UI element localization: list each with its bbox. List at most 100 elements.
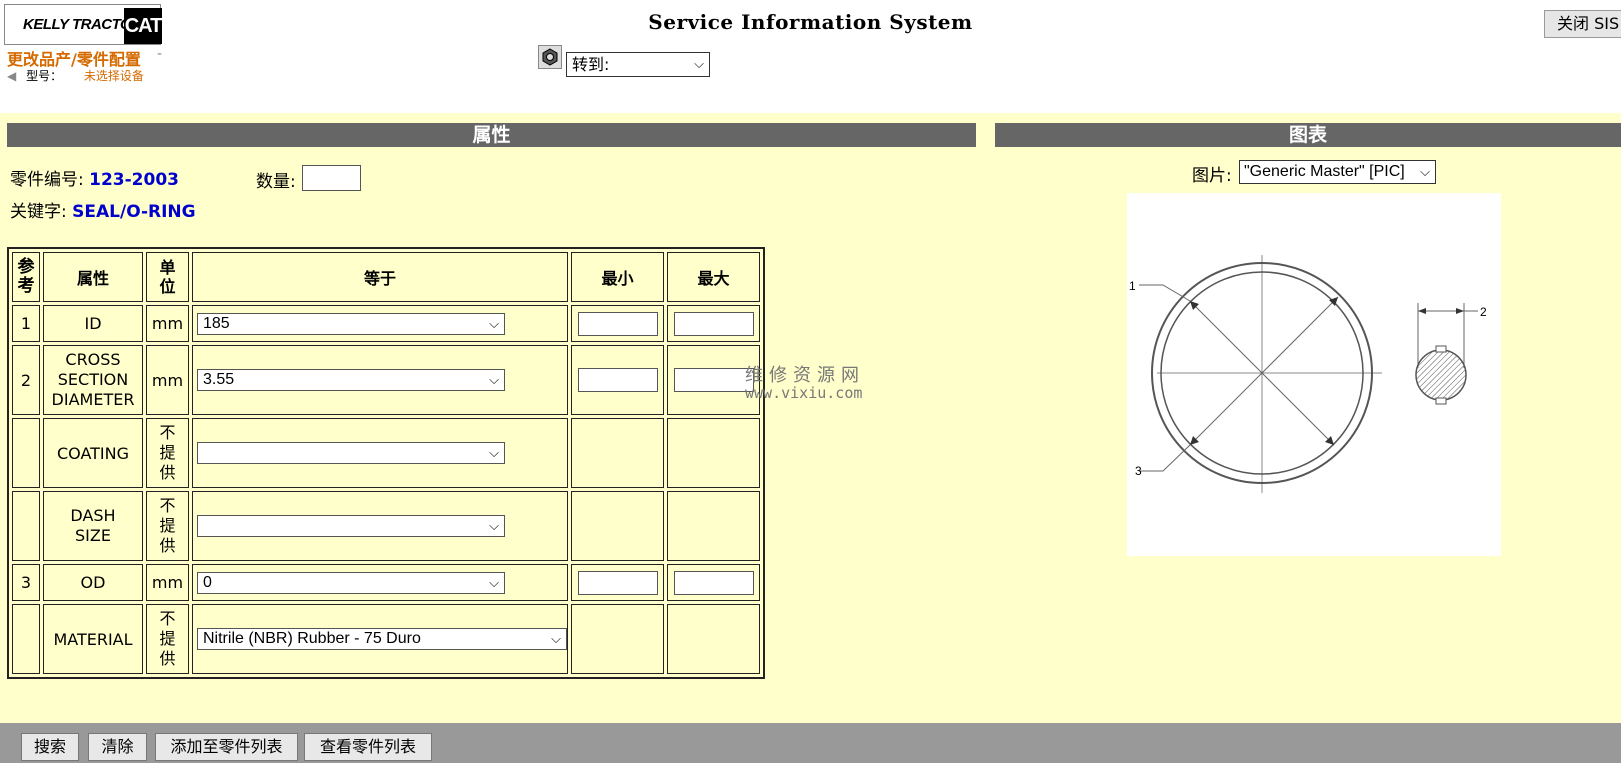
- table-header-row: 参考 属性 单位 等于 最小 最大: [12, 252, 760, 302]
- equals-value: 0: [203, 573, 212, 591]
- row-ref: [12, 604, 40, 674]
- view-parts-list-button[interactable]: 查看零件列表: [304, 733, 432, 761]
- equals-dropdown[interactable]: 185⌵: [197, 312, 505, 335]
- model-row: ◀ 型号： 未选择设备: [7, 67, 144, 84]
- equals-dropdown[interactable]: 0⌵: [197, 571, 505, 594]
- col-max: 最大: [667, 252, 760, 302]
- row-ref: 2: [12, 345, 40, 415]
- part-number-label: 零件编号:: [10, 170, 84, 190]
- watermark-text: 维修资源网: [745, 365, 865, 386]
- col-equals: 等于: [192, 252, 568, 302]
- row-ref: [12, 491, 40, 561]
- row-unit-cell: 不提供: [146, 491, 189, 561]
- main-content: 属性 图表 零件编号: 123-2003 数量: 关键字: SEAL/O-RIN…: [0, 113, 1621, 723]
- row-unit: mm: [146, 305, 189, 342]
- change-configuration-link[interactable]: 更改品产/零件配置: [7, 50, 141, 69]
- row-equals-cell: 185⌵: [192, 305, 568, 342]
- row-equals-cell: Nitrile (NBR) Rubber - 75 Duro ⌵: [192, 604, 568, 674]
- chevron-down-icon: ⌵: [489, 315, 499, 331]
- row-unit: 不提供: [159, 423, 176, 482]
- col-min: 最小: [571, 252, 664, 302]
- row-attr: OD: [43, 564, 143, 601]
- row-attr: CROSS SECTION DIAMETER: [43, 345, 143, 415]
- max-input[interactable]: [673, 570, 754, 595]
- row-min-cell: [571, 564, 664, 601]
- row-equals-cell: 0⌵: [192, 564, 568, 601]
- row-max-cell: [667, 418, 760, 488]
- min-input[interactable]: [577, 368, 658, 392]
- row-ref: 1: [12, 305, 40, 342]
- back-arrow-icon[interactable]: ◀: [7, 69, 17, 83]
- chevron-down-icon: ⌵: [551, 631, 561, 646]
- row-attr: MATERIAL: [43, 604, 143, 674]
- equals-value: Nitrile (NBR) Rubber - 75 Duro: [203, 630, 421, 647]
- chevron-down-icon: ⌵: [489, 445, 499, 460]
- equals-dropdown[interactable]: ⌵: [197, 515, 505, 537]
- goto-dropdown-value: 转到:: [572, 55, 610, 74]
- quantity-input[interactable]: [302, 165, 361, 191]
- picture-dropdown-value: "Generic Master" [PIC]: [1244, 163, 1405, 180]
- equals-dropdown[interactable]: ⌵: [197, 442, 505, 464]
- row-max-cell: [667, 604, 760, 674]
- row-ref: 3: [12, 564, 40, 601]
- equals-dropdown[interactable]: Nitrile (NBR) Rubber - 75 Duro ⌵: [197, 628, 567, 650]
- max-input[interactable]: [673, 368, 754, 392]
- keyword-label: 关键字:: [10, 202, 67, 222]
- close-sis-button[interactable]: 关闭 SIS: [1544, 10, 1621, 38]
- callout-1: 1: [1129, 279, 1136, 293]
- o-ring-diagram: 1 3 2: [1127, 193, 1501, 556]
- row-ref: [12, 418, 40, 488]
- table-row: 2 CROSS SECTION DIAMETER mm 3.55⌵: [12, 345, 760, 415]
- row-attr: COATING: [43, 418, 143, 488]
- row-unit-cell: 不提供: [146, 604, 189, 674]
- max-input[interactable]: [673, 311, 754, 336]
- row-min-cell: [571, 345, 664, 415]
- nut-bolt-icon[interactable]: [538, 45, 562, 69]
- model-label: 型号：: [26, 69, 63, 83]
- add-to-parts-list-button[interactable]: 添加至零件列表: [155, 733, 298, 761]
- table-row: 1 ID mm 185⌵: [12, 305, 760, 342]
- picture-dropdown[interactable]: "Generic Master" [PIC] ⌵: [1239, 160, 1436, 184]
- row-max-cell: [667, 491, 760, 561]
- row-max-cell: [667, 564, 760, 601]
- min-input[interactable]: [577, 311, 658, 336]
- clear-button[interactable]: 清除: [88, 733, 147, 761]
- goto-dropdown[interactable]: 转到: ⌵: [566, 52, 710, 77]
- row-max-cell: [667, 305, 760, 342]
- row-equals-cell: ⌵: [192, 418, 568, 488]
- col-unit-label: 单位: [159, 258, 176, 296]
- row-equals-cell: ⌵: [192, 491, 568, 561]
- callout-2: 2: [1480, 305, 1487, 319]
- chevron-down-icon: ⌵: [489, 518, 499, 533]
- row-attr: DASH SIZE: [70, 506, 116, 545]
- attributes-table: 参考 属性 单位 等于 最小 最大 1 ID mm 185⌵ 2 CROSS S…: [7, 247, 765, 679]
- col-ref-label: 参考: [17, 257, 35, 296]
- chevron-down-icon: ⌵: [1420, 164, 1430, 179]
- attributes-header: 属性: [7, 123, 976, 147]
- search-button[interactable]: 搜索: [21, 733, 79, 761]
- chevron-down-icon: ⌵: [694, 57, 704, 72]
- row-max-cell: [667, 345, 760, 415]
- separator-dash: -: [157, 46, 163, 62]
- row-min-cell: [571, 491, 664, 561]
- equals-value: 3.55: [203, 371, 235, 388]
- row-attr: ID: [43, 305, 143, 342]
- row-min-cell: [571, 418, 664, 488]
- footer-bar: 搜索 清除 添加至零件列表 查看零件列表: [0, 723, 1621, 763]
- logo-text: KELLY TRACTOR: [23, 16, 142, 33]
- model-value[interactable]: 未选择设备: [83, 69, 144, 83]
- watermark-url: www.vixiu.com: [745, 384, 863, 402]
- keyword-row: 关键字: SEAL/O-RING: [10, 197, 196, 222]
- picture-label: 图片:: [1192, 166, 1232, 186]
- row-equals-cell: 3.55⌵: [192, 345, 568, 415]
- col-ref: 参考: [12, 252, 40, 302]
- row-min-cell: [571, 604, 664, 674]
- row-min-cell: [571, 305, 664, 342]
- cat-logo: CAT: [124, 8, 162, 44]
- equals-dropdown[interactable]: 3.55⌵: [197, 369, 505, 391]
- min-input[interactable]: [577, 570, 658, 595]
- table-row: DASH SIZE 不提供 ⌵: [12, 491, 760, 561]
- quantity-label: 数量:: [256, 172, 296, 192]
- col-unit: 单位: [146, 252, 189, 302]
- col-attr: 属性: [43, 252, 143, 302]
